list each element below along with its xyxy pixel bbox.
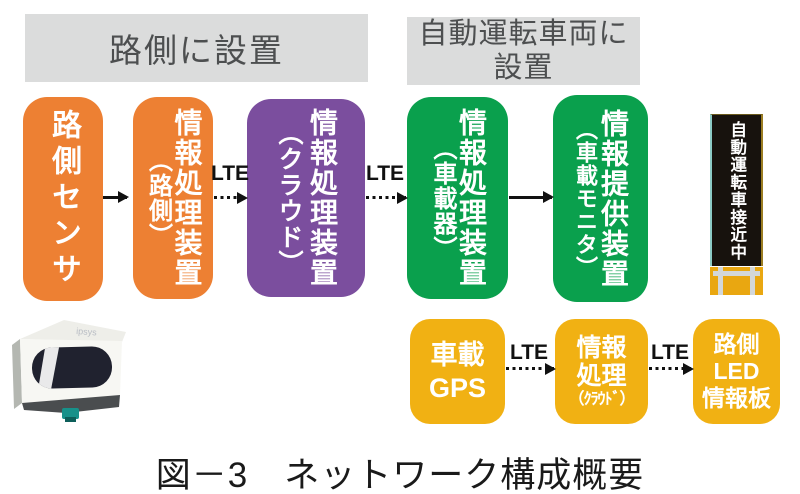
box-roadside-sensor-label: 路側センサ — [47, 109, 80, 289]
box-onboard-gps-line2: GPS — [428, 372, 487, 403]
lte-label-3: LTE — [509, 341, 549, 364]
box-proc-onboard-main: 情報処理装置 — [456, 108, 487, 288]
box-info-proc-line3: （ｸﾗｳﾄﾞ） — [568, 390, 635, 408]
box-proc-onboard-text: 情報処理装置 （車載器） — [429, 97, 487, 299]
arrowhead — [397, 191, 408, 204]
arrowhead — [545, 362, 556, 375]
arrowhead — [118, 191, 129, 204]
lte-label-4: LTE — [650, 341, 690, 364]
lte-label-1: LTE — [210, 162, 250, 185]
arrow-gps-to-proc — [506, 362, 556, 375]
led-stand-leg-right — [750, 267, 755, 295]
header-roadside: 路側に設置 — [25, 14, 368, 82]
arrowhead — [543, 191, 554, 204]
box-proc-cloud-main: 情報処理装置 — [307, 108, 338, 288]
box-proc-cloud-sub: （クラウド） — [275, 120, 303, 276]
lte-label-2: LTE — [365, 162, 405, 185]
box-info-proc-line1: 情報 — [576, 333, 627, 362]
box-proc-cloud: 情報処理装置 （クラウド） — [247, 99, 365, 297]
box-proc-onboard: 情報処理装置 （車載器） — [407, 97, 508, 299]
header-vehicle-label: 自動運転車両に設置 — [418, 18, 629, 84]
box-info-monitor: 情報提供装置 （車載モニタ） — [553, 95, 648, 302]
sensor-logo: ipsys — [76, 326, 98, 337]
box-roadside-sensor: 路側センサ — [23, 97, 103, 301]
box-proc-roadside-sub: （路側） — [144, 148, 172, 248]
led-sign: 自動運転車接近中 — [710, 114, 763, 295]
led-sign-text: 自動運転車接近中 — [727, 120, 746, 261]
box-proc-onboard-sub: （車載器） — [429, 135, 456, 261]
arrow-proc-to-cloud — [214, 191, 248, 204]
box-led-board-line2: LED — [713, 358, 760, 384]
led-sign-panel: 自動運転車接近中 — [710, 114, 763, 266]
box-proc-roadside-text: 情報処理装置 （路側） — [144, 97, 203, 299]
arrow-sensor-to-proc — [103, 191, 129, 204]
led-stand-crossbar — [713, 271, 760, 276]
arrow-onboard-to-monitor — [509, 191, 554, 204]
box-onboard-gps-line1: 車載 — [430, 339, 485, 370]
header-vehicle: 自動運転車両に設置 — [407, 17, 640, 85]
box-led-board-line3: 情報板 — [702, 385, 771, 411]
box-proc-roadside: 情報処理装置 （路側） — [133, 97, 213, 299]
box-proc-roadside-main: 情報処理装置 — [171, 108, 203, 288]
lidar-sensor-photo: ipsys — [12, 320, 126, 422]
figure-caption: 図－3 ネットワーク構成概要 — [155, 456, 645, 494]
led-stand-leg-left — [718, 267, 723, 295]
box-led-board-line1: 路側 — [713, 331, 760, 357]
arrowhead — [683, 362, 694, 375]
box-proc-cloud-text: 情報処理装置 （クラウド） — [275, 99, 338, 297]
box-info-monitor-main: 情報提供装置 — [598, 108, 629, 289]
box-info-proc-line2: 処理 — [576, 361, 627, 390]
arrow-proc-to-ledboard — [649, 362, 694, 375]
arrow-cloud-to-onboard — [366, 191, 408, 204]
box-roadside-led-board: 路側 LED 情報板 — [693, 319, 780, 424]
box-onboard-gps: 車載 GPS — [410, 319, 505, 424]
arrowhead — [237, 191, 248, 204]
box-info-monitor-sub: （車載モニタ） — [573, 118, 598, 279]
box-info-monitor-text: 情報提供装置 （車載モニタ） — [573, 95, 629, 302]
header-roadside-label: 路側に設置 — [109, 32, 284, 69]
box-info-proc-cloud: 情報 処理 （ｸﾗｳﾄﾞ） — [555, 319, 648, 424]
led-sign-stand — [710, 267, 763, 295]
box-roadside-sensor-text: 路側センサ — [47, 97, 80, 301]
